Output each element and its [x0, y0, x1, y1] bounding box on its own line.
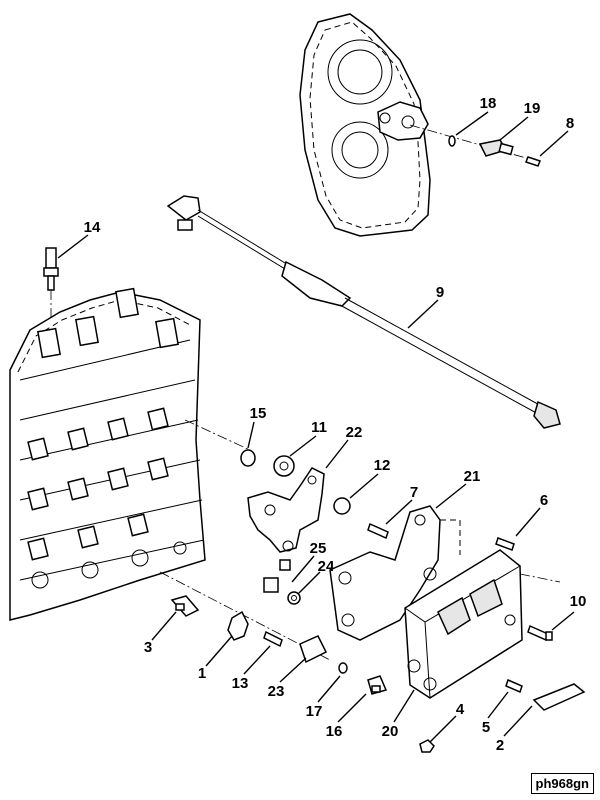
callout-10: 10: [570, 593, 587, 610]
sleeve-part-23: [299, 635, 328, 664]
callout-24: 24: [318, 558, 335, 575]
nut-part-4: [419, 739, 435, 753]
callout-17: 17: [306, 703, 323, 720]
callout-16: 16: [326, 723, 343, 740]
callout-6: 6: [540, 492, 548, 509]
callout-13: 13: [232, 675, 249, 692]
mounting-plate-part-21: [329, 505, 461, 641]
grommet-part-12: [333, 497, 351, 515]
pin-part-13: [263, 630, 283, 648]
callout-14: 14: [84, 219, 101, 236]
callout-19: 19: [524, 100, 541, 117]
front-cover-housing: [299, 13, 541, 237]
leader-lines: [57, 111, 575, 743]
washer-part-24: [287, 591, 301, 605]
callout-11: 11: [311, 419, 327, 436]
callout-3: 3: [144, 639, 152, 656]
screw-part-7: [367, 522, 389, 540]
spacer-part-15: [240, 449, 256, 467]
callout-15: 15: [250, 405, 267, 422]
screw-part-10: [527, 624, 553, 642]
callout-9: 9: [436, 284, 444, 301]
sensor-part-19: [478, 139, 514, 157]
screw-part-5: [505, 678, 523, 694]
figure-id-label: ph968gn: [530, 773, 594, 794]
callout-4: 4: [456, 701, 465, 718]
label-part-2: [532, 683, 586, 711]
callout-22: 22: [346, 424, 363, 441]
callout-labels: 18 19 8 9 14 15 11 22 12 7 21 6 10 25 24…: [84, 95, 587, 754]
callout-20: 20: [382, 723, 399, 740]
engine-block: [9, 287, 331, 661]
screw-part-8: [525, 156, 541, 167]
callout-23: 23: [268, 683, 285, 700]
callout-5: 5: [482, 719, 490, 736]
fitting-part-16: [367, 675, 388, 695]
callout-21: 21: [464, 468, 481, 485]
sensor-part-3: [170, 595, 200, 617]
callout-12: 12: [374, 457, 391, 474]
connector-part-1: [227, 610, 249, 641]
callout-18: 18: [480, 95, 497, 112]
bracket-part-22: [247, 467, 325, 553]
stud-part-25: [263, 559, 291, 593]
o-ring-part-18: [448, 135, 456, 147]
screw-part-6: [495, 537, 515, 551]
spacer-part-11: [273, 455, 295, 477]
ecm-part-20: [404, 549, 561, 699]
callout-2: 2: [496, 737, 504, 754]
o-ring-part-17: [338, 662, 348, 674]
callout-1: 1: [198, 665, 206, 682]
wiring-harness-part-9: [166, 195, 561, 429]
callout-8: 8: [566, 115, 574, 132]
temp-sensor-part-14: [43, 247, 59, 350]
callout-7: 7: [410, 484, 418, 501]
callout-25: 25: [310, 540, 327, 557]
